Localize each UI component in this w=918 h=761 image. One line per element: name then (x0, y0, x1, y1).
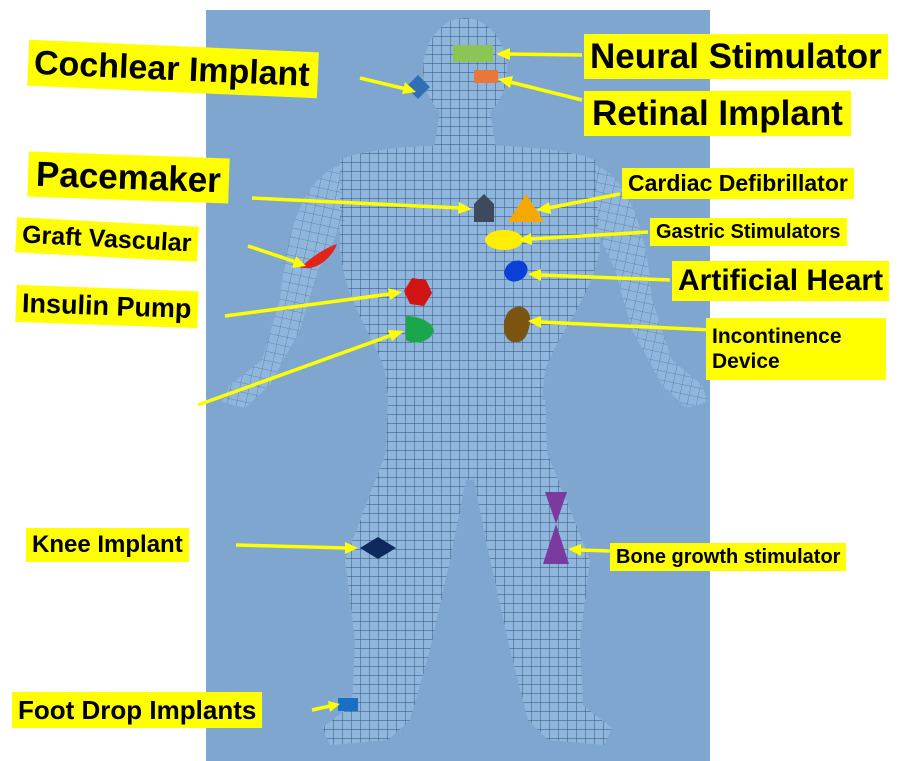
gastric-stimulators-marker (485, 230, 523, 250)
unlabeled-device-arrow (198, 330, 404, 405)
incontinence-device-label: Incontinence Device (706, 318, 886, 380)
gastric-stimulators-label: Gastric Stimulators (650, 218, 847, 246)
foot-drop-implants-arrow (312, 701, 340, 712)
knee-implant-arrow (236, 542, 358, 554)
neural-stimulator-arrow (496, 48, 582, 60)
foot-drop-implants-marker (338, 698, 358, 711)
knee-implant-label: Knee Implant (26, 528, 189, 562)
bone-growth-stimulator-label: Bone growth stimulator (610, 543, 846, 571)
artificial-heart-label: Artificial Heart (672, 261, 889, 301)
neural-stimulator-marker (453, 45, 493, 62)
retinal-implant-marker (474, 70, 498, 83)
neural-stimulator-label: Neural Stimulator (584, 34, 888, 79)
retinal-implant-label: Retinal Implant (584, 91, 851, 136)
cochlear-implant-arrow (360, 78, 416, 94)
retinal-implant-arrow (498, 76, 582, 100)
pacemaker-label: Pacemaker (27, 152, 229, 204)
insulin-pump-label: Insulin Pump (15, 285, 198, 328)
cardiac-defibrillator-label: Cardiac Defibrillator (622, 168, 854, 199)
foot-drop-implants-label: Foot Drop Implants (12, 692, 262, 728)
